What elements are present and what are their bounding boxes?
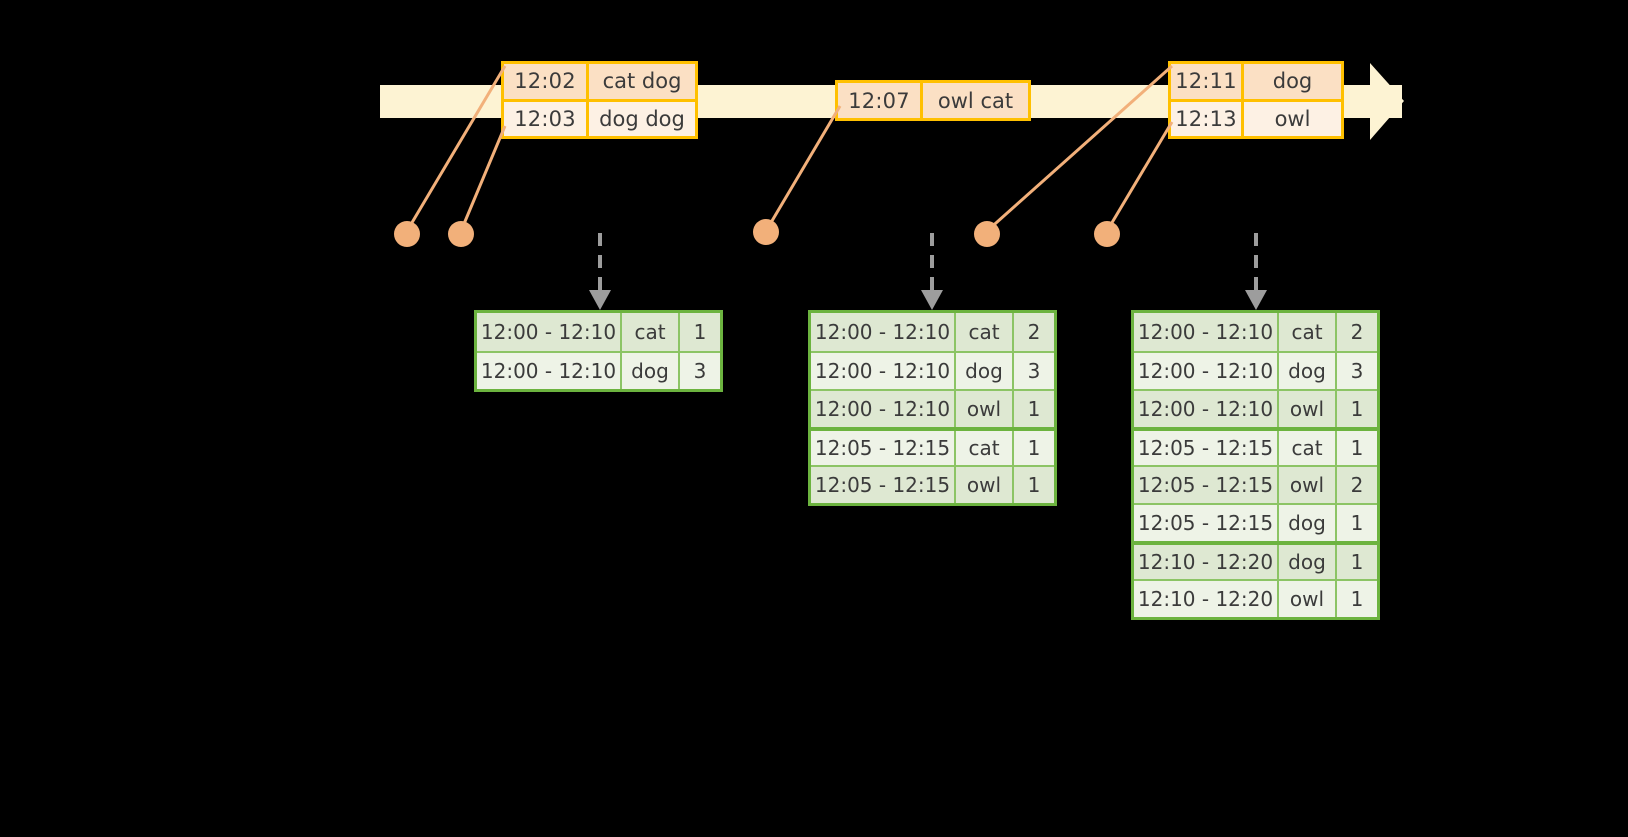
cell-count: 1: [680, 313, 720, 351]
event-row: 12:07 owl cat: [838, 83, 1028, 118]
cell-key: cat: [956, 431, 1014, 465]
event-time: 12:03: [504, 101, 589, 136]
dashed-arrow-head: [921, 290, 943, 310]
cell-count: 1: [1337, 431, 1377, 465]
event-value: owl: [1244, 101, 1341, 136]
event-value: dog dog: [589, 101, 695, 136]
dashed-arrow-head: [589, 290, 611, 310]
cell-key: dog: [1279, 505, 1337, 541]
event-group-2[interactable]: 12:07 owl cat: [835, 80, 1031, 121]
cell-window: 12:00 - 12:10: [1134, 391, 1279, 427]
connector-dot[interactable]: [1094, 221, 1120, 247]
cell-count: 1: [1014, 391, 1054, 427]
cell-count: 3: [680, 353, 720, 389]
event-row: 12:03 dog dog: [504, 98, 695, 136]
connector-line: [764, 105, 842, 232]
cell-window: 12:10 - 12:20: [1134, 581, 1279, 617]
cell-count: 3: [1337, 353, 1377, 389]
event-row: 12:11 dog: [1171, 64, 1341, 99]
cell-key: cat: [1279, 313, 1337, 351]
connector-dot[interactable]: [974, 221, 1000, 247]
cell-key: owl: [1279, 581, 1337, 617]
cell-key: cat: [1279, 431, 1337, 465]
event-time: 12:13: [1171, 101, 1244, 136]
connector-line: [459, 125, 507, 232]
cell-key: dog: [1279, 545, 1337, 579]
cell-count: 1: [1337, 391, 1377, 427]
event-group-1[interactable]: 12:02 cat dog 12:03 dog dog: [501, 61, 698, 139]
cell-count: 1: [1014, 431, 1054, 465]
dashed-arrow-head: [1245, 290, 1267, 310]
cell-key: cat: [956, 313, 1014, 351]
event-group-3[interactable]: 12:11 dog 12:13 owl: [1168, 61, 1344, 139]
cell-count: 2: [1337, 313, 1377, 351]
cell-window: 12:00 - 12:10: [1134, 313, 1279, 351]
cell-window: 12:00 - 12:10: [477, 353, 622, 389]
cell-key: cat: [622, 313, 680, 351]
cell-key: owl: [956, 391, 1014, 427]
event-time: 12:02: [504, 64, 589, 99]
cell-key: dog: [956, 353, 1014, 389]
cell-window: 12:00 - 12:10: [1134, 353, 1279, 389]
cell-count: 1: [1014, 467, 1054, 503]
connector-dot[interactable]: [753, 219, 779, 245]
cell-count: 2: [1337, 467, 1377, 503]
cell-count: 1: [1337, 545, 1377, 579]
event-value: owl cat: [923, 83, 1028, 118]
cell-window: 12:00 - 12:10: [811, 313, 956, 351]
event-row: 12:02 cat dog: [504, 64, 695, 99]
event-time: 12:11: [1171, 64, 1244, 99]
cell-window: 12:05 - 12:15: [1134, 467, 1279, 503]
cell-window: 12:10 - 12:20: [1134, 545, 1279, 579]
cell-window: 12:05 - 12:15: [811, 431, 956, 465]
connector-dot[interactable]: [448, 221, 474, 247]
cell-window: 12:05 - 12:15: [1134, 505, 1279, 541]
event-row: 12:13 owl: [1171, 98, 1341, 136]
cell-key: owl: [1279, 391, 1337, 427]
event-time: 12:07: [838, 83, 923, 118]
event-value: dog: [1244, 64, 1341, 99]
cell-count: 2: [1014, 313, 1054, 351]
cell-key: dog: [1279, 353, 1337, 389]
cell-window: 12:00 - 12:10: [811, 353, 956, 389]
connector-line: [1105, 121, 1174, 232]
cell-window: 12:00 - 12:10: [811, 391, 956, 427]
cell-window: 12:00 - 12:10: [477, 313, 622, 351]
event-value: cat dog: [589, 64, 695, 99]
cell-key: owl: [956, 467, 1014, 503]
cell-window: 12:05 - 12:15: [811, 467, 956, 503]
cell-key: dog: [622, 353, 680, 389]
cell-window: 12:05 - 12:15: [1134, 431, 1279, 465]
cell-key: owl: [1279, 467, 1337, 503]
cell-count: 1: [1337, 505, 1377, 541]
cell-count: 1: [1337, 581, 1377, 617]
connector-dot[interactable]: [394, 221, 420, 247]
cell-count: 3: [1014, 353, 1054, 389]
